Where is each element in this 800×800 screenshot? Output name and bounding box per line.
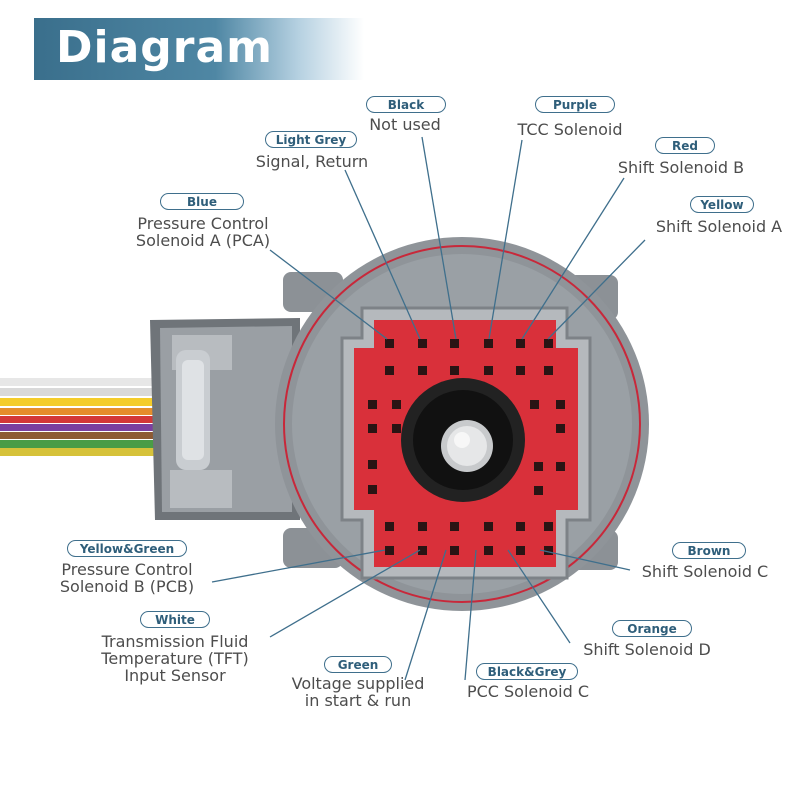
pin-color-purple: Purple: [535, 96, 615, 113]
leader-lines: [211, 136, 646, 681]
pin-desc-yellow-green-line2: Solenoid B (PCB): [59, 577, 195, 596]
pin-hole: [544, 546, 553, 555]
pin-hole: [544, 366, 553, 375]
pin-hole: [556, 400, 565, 409]
pin-desc-red: Shift Solenoid B: [617, 158, 745, 177]
pin-hole: [484, 522, 493, 531]
pin-hole: [556, 462, 565, 471]
pin-desc-green-line1: Voltage supplied: [291, 674, 425, 693]
pin-desc-white-line1: Transmission Fluid: [101, 632, 249, 651]
pin-hole: [534, 486, 543, 495]
pin-desc-black-grey: PCC Solenoid C: [466, 682, 590, 701]
pin-hole: [450, 546, 459, 555]
pin-color-red: Red: [655, 137, 715, 154]
pin-hole: [385, 366, 394, 375]
pin-desc-brown: Shift Solenoid C: [641, 562, 769, 581]
pin-hole: [392, 400, 401, 409]
pin-hole: [385, 522, 394, 531]
pin-color-brown: Brown: [672, 542, 746, 559]
pin-hole: [418, 546, 427, 555]
pin-color-yellow-green: Yellow&Green: [67, 540, 187, 557]
pin-hole: [450, 522, 459, 531]
pin-hole: [484, 366, 493, 375]
pin-hole: [556, 424, 565, 433]
pin-desc-blue-line1: Pressure Control: [137, 214, 269, 233]
pin-color-green: Green: [324, 656, 392, 673]
pin-desc-light-grey: Signal, Return: [255, 152, 369, 171]
title-banner: [34, 18, 364, 80]
pin-hole: [385, 339, 394, 348]
pin-hole: [516, 522, 525, 531]
pin-color-yellow: Yellow: [690, 196, 754, 213]
pin-color-white: White: [140, 611, 210, 628]
pin-desc-yellow-green-line1: Pressure Control: [61, 560, 193, 579]
pin-desc-purple: TCC Solenoid: [517, 120, 623, 139]
pin-desc-orange: Shift Solenoid D: [583, 640, 711, 659]
pin-desc-black: Not used: [369, 115, 441, 134]
pin-hole: [368, 400, 377, 409]
pin-hole: [516, 366, 525, 375]
pin-desc-yellow: Shift Solenoid A: [655, 217, 783, 236]
pin-hole: [450, 366, 459, 375]
pin-hole: [450, 339, 459, 348]
pin-color-black-grey: Black&Grey: [476, 663, 578, 680]
pin-color-light-grey: Light Grey: [265, 131, 357, 148]
pin-color-black: Black: [366, 96, 446, 113]
pin-color-orange: Orange: [612, 620, 692, 637]
pin-hole: [530, 400, 539, 409]
pin-hole: [544, 339, 553, 348]
pin-hole: [418, 366, 427, 375]
pin-hole: [516, 339, 525, 348]
pin-hole: [534, 462, 543, 471]
pin-hole: [392, 424, 401, 433]
pin-hole: [544, 522, 553, 531]
pin-hole: [418, 339, 427, 348]
pin-holes: [368, 339, 565, 555]
pin-desc-white-line2: Temperature (TFT): [101, 649, 249, 668]
pin-hole: [368, 485, 377, 494]
pin-hole: [418, 522, 427, 531]
pin-hole: [516, 546, 525, 555]
pin-hole: [368, 460, 377, 469]
pin-hole: [385, 546, 394, 555]
pin-color-blue: Blue: [160, 193, 244, 210]
pin-desc-green-line2: in start & run: [304, 691, 412, 710]
pin-desc-white-line3: Input Sensor: [124, 666, 226, 685]
pin-hole: [484, 546, 493, 555]
pin-desc-blue-line2: Solenoid A (PCA): [135, 231, 271, 250]
pin-hole: [368, 424, 377, 433]
page-title: Diagram: [56, 22, 274, 73]
pin-hole: [484, 339, 493, 348]
